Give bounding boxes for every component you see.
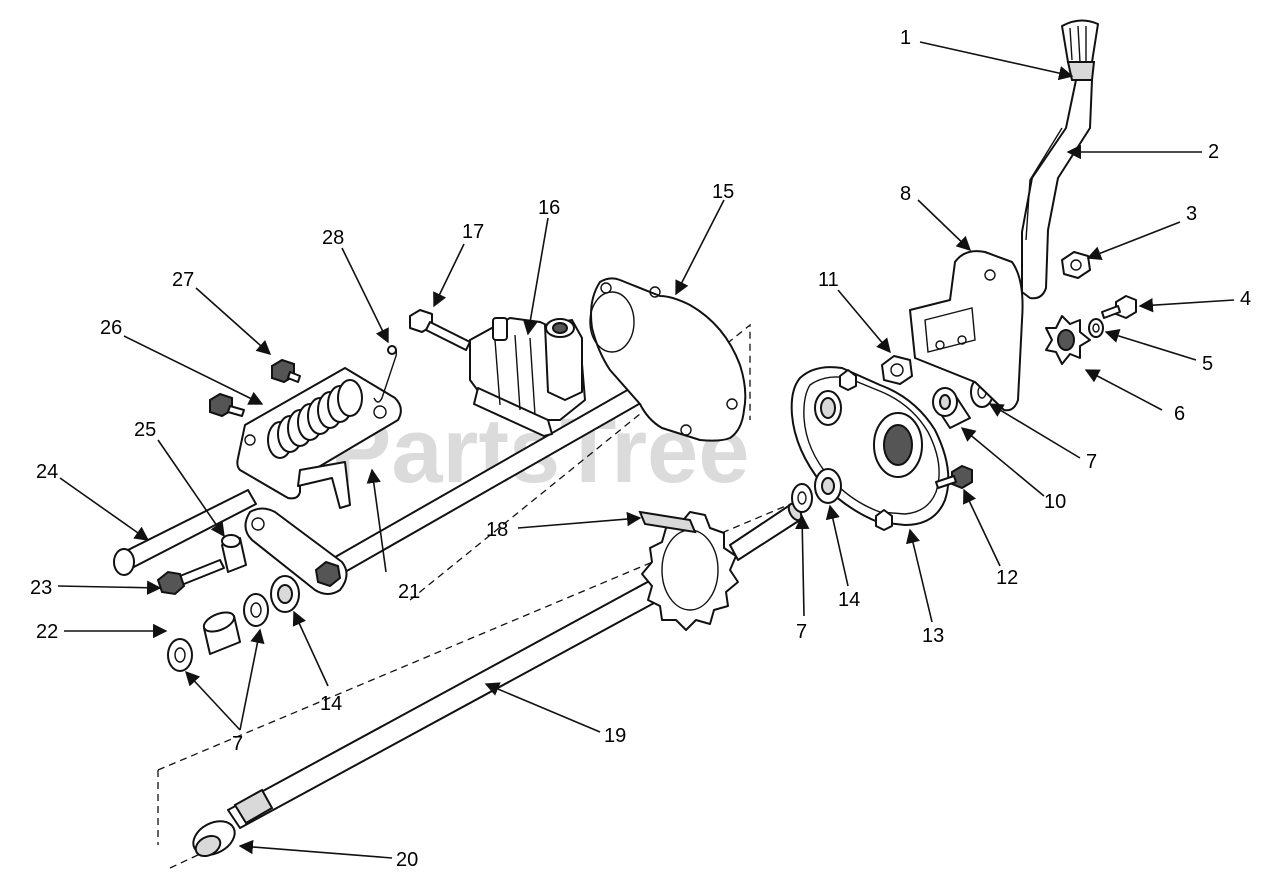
part-15-cover-plate <box>589 277 747 442</box>
part-3-nut <box>1061 251 1091 279</box>
part-27-bolt-upper <box>271 358 301 384</box>
callout-28: 28 <box>322 227 344 249</box>
part-28-clip <box>373 345 398 403</box>
callout-22: 22 <box>36 621 58 643</box>
callout-5: 5 <box>1202 353 1213 375</box>
part-16-shift-assembly <box>469 317 586 437</box>
callout-8: 8 <box>900 183 911 205</box>
part-12-bolt <box>935 464 973 490</box>
callout-6: 6 <box>1174 403 1185 425</box>
part-7-washer-right-lower <box>791 483 813 513</box>
callout-11: 11 <box>818 269 839 291</box>
part-23-bolt <box>156 559 225 596</box>
part-6-detent-washer <box>1045 315 1091 365</box>
part-14-bushing-right <box>814 468 842 504</box>
part-5-washer <box>1088 318 1104 338</box>
callout-2: 2 <box>1208 141 1219 163</box>
part-1-knob <box>1061 19 1099 81</box>
part-18-sprocket <box>638 510 739 631</box>
callout-14-right: 14 <box>838 589 860 611</box>
part-4-bolt <box>1101 295 1137 319</box>
part-10-spacer <box>932 387 971 429</box>
part-27-bolt-lower <box>209 392 245 418</box>
part-17-bolt <box>409 309 471 351</box>
callout-17: 17 <box>462 221 484 243</box>
callout-14-left: 14 <box>320 693 342 715</box>
callout-10: 10 <box>1044 491 1066 513</box>
callout-15: 15 <box>712 181 734 203</box>
part-7-washer-left-inner <box>243 593 269 627</box>
part-24-pin <box>113 489 257 576</box>
callout-27: 27 <box>172 269 194 291</box>
part-7-washer-left-outer <box>167 638 193 672</box>
callout-1: 1 <box>900 27 911 49</box>
part-2-shift-lever <box>1021 79 1093 300</box>
callout-7-right-upper: 7 <box>1086 451 1097 473</box>
callout-labels: 1 2 3 4 5 6 7 7 7 8 10 11 12 13 14 14 15… <box>30 27 1251 871</box>
callout-13: 13 <box>922 625 944 647</box>
callout-18: 18 <box>486 519 508 541</box>
callout-16: 16 <box>538 197 560 219</box>
callout-7-right-lower: 7 <box>796 621 807 643</box>
callout-20: 20 <box>396 849 418 871</box>
part-20-bushing <box>192 820 236 858</box>
callout-19: 19 <box>604 725 626 747</box>
part-13-gear-housing <box>790 366 950 531</box>
part-21-idler-arm <box>244 507 348 595</box>
callout-12: 12 <box>996 567 1018 589</box>
stub-shaft <box>729 502 803 561</box>
part-25-spacer <box>221 534 247 573</box>
part-14-bushing-left <box>270 575 300 613</box>
part-8-shift-plate <box>909 250 1024 412</box>
callout-leaders <box>57 41 1235 859</box>
callout-25: 25 <box>134 419 156 441</box>
callout-4: 4 <box>1240 288 1251 310</box>
callout-3: 3 <box>1186 203 1197 225</box>
spring-coil <box>267 379 363 459</box>
callout-26: 26 <box>100 317 122 339</box>
part-22-spacer <box>202 611 241 655</box>
callout-21: 21 <box>398 581 420 603</box>
part-11-nut <box>881 355 913 385</box>
callout-24: 24 <box>36 461 58 483</box>
callout-23: 23 <box>30 577 52 599</box>
callout-7-left: 7 <box>232 733 243 755</box>
